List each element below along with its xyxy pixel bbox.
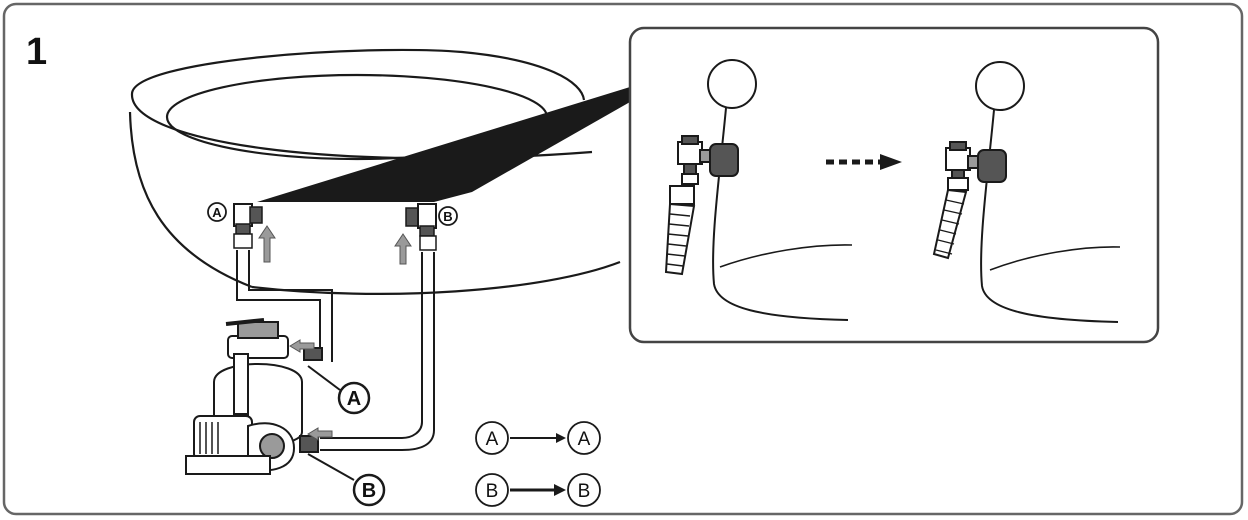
inset-panel	[628, 26, 1160, 344]
callout-wedge	[257, 87, 630, 202]
pool-wall-left	[128, 111, 253, 289]
legend: A A B B	[475, 421, 601, 507]
svg-text:B: B	[578, 481, 591, 502]
legend-row-b: B B	[475, 473, 601, 507]
pool-fitting-a	[233, 203, 263, 249]
small-label-b: B	[438, 206, 458, 226]
inset-after	[932, 61, 1121, 323]
svg-text:B: B	[486, 481, 499, 502]
hose-b	[320, 252, 435, 451]
inset-before	[664, 59, 853, 321]
transition-arrow	[826, 154, 902, 170]
step-number: 1	[26, 31, 47, 73]
up-arrow-icon	[258, 225, 276, 263]
pool-ring-top-outer	[130, 48, 586, 101]
left-arrow-icon	[289, 339, 315, 353]
small-label-a: A	[207, 202, 227, 222]
sand-filter-pump	[185, 318, 323, 475]
svg-text:A: A	[578, 429, 591, 450]
hose-a	[236, 250, 333, 362]
leader-line-a	[307, 365, 341, 391]
pool-bottom-edge	[251, 260, 621, 295]
pool-fitting-b	[405, 203, 437, 251]
large-label-a: A	[337, 381, 371, 415]
svg-text:A: A	[486, 429, 499, 450]
large-label-b: B	[352, 473, 386, 507]
legend-row-a: A A	[475, 421, 601, 455]
svg-text:A: A	[347, 388, 361, 410]
svg-text:B: B	[362, 480, 376, 502]
arrow-right-icon	[554, 484, 566, 496]
leader-line-b	[307, 453, 355, 481]
svg-text:A: A	[212, 205, 222, 220]
arrow-right-icon	[556, 433, 566, 443]
up-arrow-icon	[394, 233, 412, 265]
dashed-arrow-right-icon	[880, 154, 902, 170]
left-arrow-icon	[307, 427, 333, 441]
svg-text:B: B	[443, 209, 452, 224]
